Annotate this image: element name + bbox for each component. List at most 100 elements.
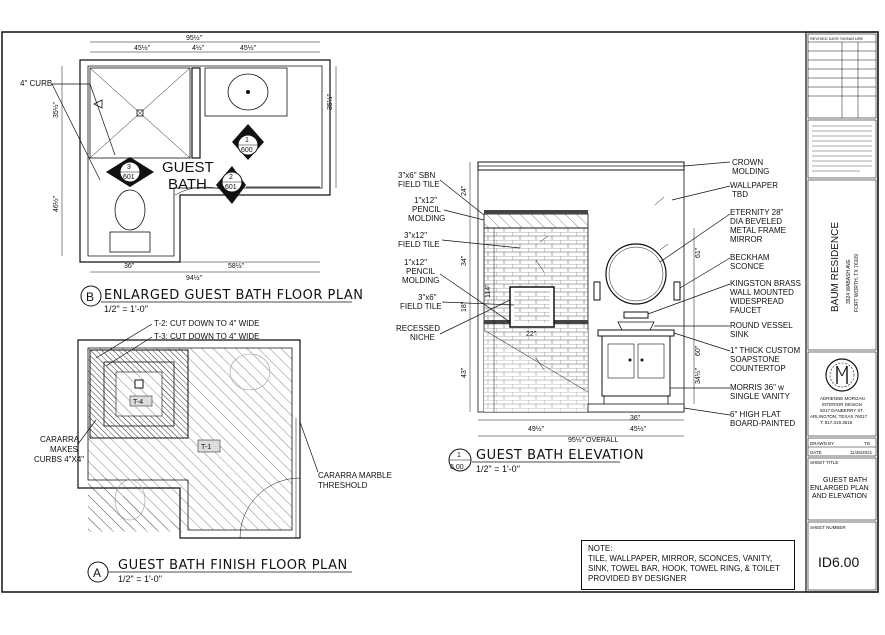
plan-b: GUEST BATH 3 601 1 600 2 601 4" CURB (20, 34, 363, 314)
note-makes: MAKES (50, 445, 78, 454)
room-label-guest: GUEST (162, 159, 214, 176)
tag-t1: T-1 (201, 444, 211, 451)
dim-bottom-b: 58½" (228, 262, 245, 270)
room-label-bath: BATH (168, 176, 207, 193)
svg-text:MORRIS 36" w: MORRIS 36" w (730, 383, 784, 392)
svg-text:ETERNITY 28": ETERNITY 28" (730, 208, 784, 217)
svg-text:SINGLE VANITY: SINGLE VANITY (730, 392, 791, 401)
mirror-shape (605, 243, 667, 305)
dim-left-top: 35½" (52, 101, 60, 118)
svg-text:3"x12": 3"x12" (404, 231, 427, 240)
elev-right-notes: CROWN MOLDING WALLPAPER TBD ETERNITY 28"… (647, 158, 801, 428)
callout-3-601: 3 601 (106, 157, 154, 187)
revised-header: REVISED DATE SIGNATURE (810, 36, 864, 41)
svg-text:FIELD TILE: FIELD TILE (398, 180, 440, 189)
svg-text:ROUND VESSEL: ROUND VESSEL (730, 321, 793, 330)
svg-text:COUNTERTOP: COUNTERTOP (730, 364, 786, 373)
project-address-2: FORT WORTH, TX 76109 (854, 254, 860, 312)
svg-text:WALLPAPER: WALLPAPER (730, 181, 778, 190)
svg-text:PENCIL: PENCIL (406, 267, 435, 276)
callout-2-601: 2 601 (216, 166, 320, 204)
svg-text:KINGSTON BRASS: KINGSTON BRASS (730, 279, 801, 288)
dim-top: 95½" (186, 34, 203, 42)
elev-dim-r1: 61" (695, 247, 702, 258)
elev-dim-c: 45½" (630, 425, 647, 433)
elev-dim-b: 36" (630, 415, 641, 422)
plan-a: T-4 T-1 T-2: CUT DOWN TO 4" WIDE T-3: CU… (34, 319, 392, 584)
svg-text:BOARD-PAINTED: BOARD-PAINTED (730, 419, 795, 428)
project-address-1: 3924 WABASH AVE (846, 259, 852, 304)
svg-text:MOLDING: MOLDING (732, 167, 769, 176)
elev-dim-v1: 24" (461, 185, 468, 196)
sheet-title-1: GUEST BATH (823, 477, 867, 484)
svg-text:3"x6" SBN: 3"x6" SBN (398, 171, 435, 180)
elev-dim-v5: 114" (485, 284, 492, 298)
elev-dim-r3: 34½" (694, 367, 702, 384)
svg-text:3: 3 (127, 164, 131, 171)
sheet-number: ID6.00 (818, 554, 859, 570)
note-cararra: CARARRA (40, 435, 80, 444)
svg-text:6" HIGH FLAT: 6" HIGH FLAT (730, 410, 781, 419)
plan-b-scale: 1/2" = 1'-0" (104, 304, 148, 314)
drawn-by-label: DRAWN BY (810, 441, 834, 446)
note-curbs: CURBS 4"X4" (34, 455, 84, 464)
elev-dim-r2: 60" (695, 345, 702, 356)
svg-text:TBD: TBD (732, 190, 748, 199)
svg-text:CROWN: CROWN (732, 158, 763, 167)
elevation: 3"x6" SBN FIELD TILE 1"x12" PENCIL MOLDI… (396, 158, 801, 474)
svg-text:2: 2 (229, 174, 233, 181)
curb-note: 4" CURB (20, 79, 52, 88)
elev-scale: 1/2" = 1'-0" (476, 464, 520, 474)
sheet-title-label: SHEET TITLE (810, 460, 838, 465)
designer-logo (825, 358, 859, 392)
designer-name: ADRIENNE MORGAN (820, 396, 865, 401)
svg-text:3"x6": 3"x6" (418, 293, 437, 302)
callout-1-600: 1 600 (232, 124, 264, 160)
elev-dim-v2: 34" (461, 255, 468, 266)
note-t3: T-3: CUT DOWN TO 4" WIDE (154, 332, 260, 341)
svg-text:1"x12": 1"x12" (404, 258, 427, 267)
svg-text:1" THICK CUSTOM: 1" THICK CUSTOM (730, 346, 800, 355)
note-t2: T-2: CUT DOWN TO 4" WIDE (154, 319, 260, 328)
dim-bottom: 94½" (186, 274, 203, 282)
dim-left: 46½" (52, 195, 60, 212)
elev-marker-sheet: 6.00 (450, 464, 464, 471)
sheet-title-3: AND ELEVATION (812, 493, 867, 500)
svg-text:MOLDING: MOLDING (402, 276, 439, 285)
svg-text:SCONCE: SCONCE (730, 262, 764, 271)
svg-text:FIELD TILE: FIELD TILE (400, 302, 442, 311)
elev-marker-num: 1 (457, 452, 461, 459)
tag-t4: T-4 (133, 399, 143, 406)
designer-phone: T: 817.319.3616 (820, 420, 853, 425)
note-heading: NOTE: (588, 544, 613, 553)
svg-text:PENCIL: PENCIL (412, 205, 441, 214)
sheet-number-label: SHEET NUMBER (810, 525, 846, 530)
svg-text:601: 601 (123, 174, 135, 181)
svg-text:1: 1 (245, 137, 249, 144)
svg-text:METAL FRAME: METAL FRAME (730, 226, 786, 235)
svg-text:FAUCET: FAUCET (730, 306, 762, 315)
svg-text:FIELD TILE: FIELD TILE (398, 240, 440, 249)
svg-text:1"x12": 1"x12" (414, 196, 437, 205)
svg-text:RECESSED: RECESSED (396, 324, 440, 333)
dim-top-a: 45½" (134, 44, 151, 52)
title-block: REVISED DATE SIGNATURE BAUM RESIDENCE 39… (805, 31, 879, 593)
date-label: DATE (810, 450, 822, 455)
elev-dim-niche: 22" (526, 331, 537, 338)
designer-name-2: INTERIOR DESIGN (822, 402, 862, 407)
elev-dim-v3: 18" (461, 301, 468, 312)
plan-a-marker: A (93, 566, 101, 580)
date-value: 11/26/2021 (850, 450, 873, 455)
elev-title: GUEST BATH ELEVATION (476, 448, 644, 463)
designer-note-box: NOTE: TILE, WALLPAPER, MIRROR, SCONCES, … (581, 540, 795, 590)
project-name: BAUM RESIDENCE (830, 222, 841, 312)
elev-left-notes: 3"x6" SBN FIELD TILE 1"x12" PENCIL MOLDI… (396, 171, 521, 342)
svg-text:601: 601 (225, 184, 237, 191)
plan-b-marker: B (86, 290, 94, 304)
sheet-title-2: ENLARGED PLAN (810, 485, 869, 492)
elev-dim-a: 49½" (528, 425, 545, 433)
elev-dim-v4: 43" (461, 367, 468, 378)
note-threshold-2: THRESHOLD (318, 481, 368, 490)
elev-dim-overall: 95½" OVERALL (568, 436, 618, 444)
svg-text:NICHE: NICHE (410, 333, 435, 342)
